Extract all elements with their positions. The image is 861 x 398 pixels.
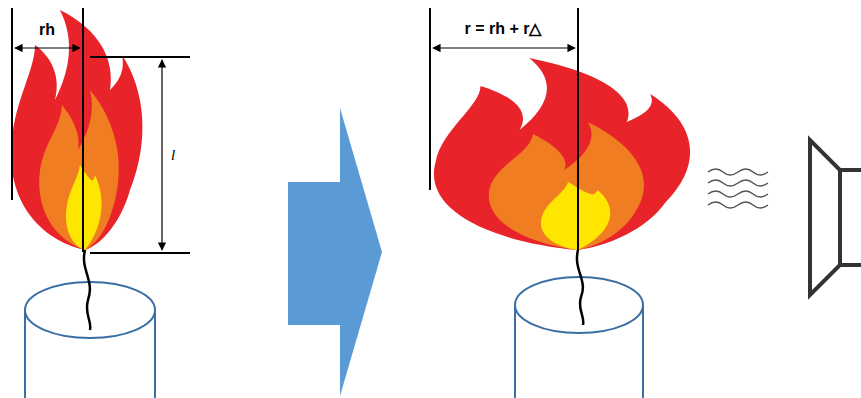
flame <box>434 58 690 250</box>
candle <box>515 277 643 398</box>
dimension-label: l <box>169 147 177 164</box>
dimension-lines <box>12 8 190 253</box>
candle <box>25 282 155 398</box>
speaker-symbol <box>810 140 861 295</box>
wick <box>84 250 90 330</box>
wick <box>577 250 583 325</box>
transition-arrow <box>288 108 382 396</box>
radius-label: rh <box>37 21 57 39</box>
dimension-lines <box>430 8 578 252</box>
sound-waves <box>708 169 768 208</box>
flame <box>11 10 142 250</box>
radius-label: r = rh + r△ <box>463 19 544 38</box>
